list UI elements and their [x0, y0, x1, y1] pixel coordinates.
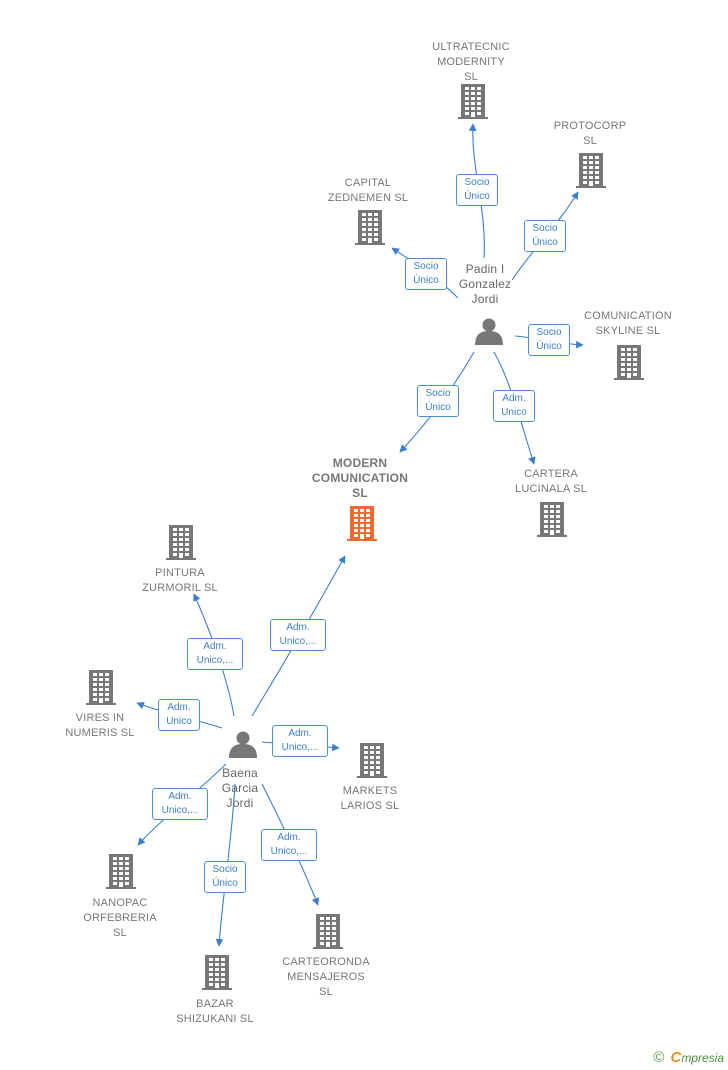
building-icon[interactable]: [86, 670, 116, 705]
node-label-nanopac[interactable]: NANOPAC ORFEBRERIA SL: [83, 897, 157, 939]
focus-building-icon[interactable]: [347, 506, 377, 541]
building-icon[interactable]: [355, 210, 385, 245]
node-label-pintura[interactable]: PINTURA ZURMORIL SL: [142, 567, 218, 594]
edge-label-padin-modern[interactable]: Socio Único: [417, 385, 459, 417]
node-label-bazar[interactable]: BAZAR SHIZUKANI SL: [176, 998, 254, 1025]
brand-text: mpresia: [681, 1051, 724, 1065]
node-label-markets[interactable]: MARKETS LARIOS SL: [340, 785, 400, 812]
edge-label-padin-cartera[interactable]: Adm. Unico: [493, 390, 535, 422]
node-label-modern[interactable]: MODERN COMUNICATION SL: [311, 456, 409, 500]
person-icon[interactable]: [229, 731, 257, 759]
node-label-carteoronda[interactable]: CARTEORONDA MENSAJEROS SL: [282, 956, 370, 998]
edge-label-padin-protocorp[interactable]: Socio Único: [524, 220, 566, 252]
node-label-capital[interactable]: CAPITAL ZEDNEMEN SL: [327, 177, 409, 204]
edge-label-baena-modern[interactable]: Adm. Unico,...: [270, 619, 326, 651]
copyright-symbol: ©: [653, 1049, 665, 1066]
building-icon[interactable]: [576, 153, 606, 188]
node-label-protocorp[interactable]: PROTOCORP SL: [553, 120, 627, 147]
edge-label-baena-vires[interactable]: Adm. Unico: [158, 699, 200, 731]
person-icon[interactable]: [475, 318, 503, 346]
brand-name[interactable]: Cmpresia: [670, 1049, 724, 1066]
edge-label-padin-capital[interactable]: Socio Único: [405, 258, 447, 290]
building-icon[interactable]: [313, 914, 343, 949]
node-label-cartera[interactable]: CARTERA LUCINALA SL: [515, 468, 587, 495]
node-label-vires[interactable]: VIRES IN NUMERIS SL: [65, 712, 135, 739]
edge-label-baena-bazar[interactable]: Socio Único: [204, 861, 246, 893]
building-icon[interactable]: [202, 955, 232, 990]
node-label-comunication[interactable]: COMUNICATION SKYLINE SL: [584, 310, 672, 337]
brand-initial: C: [670, 1049, 682, 1066]
edge-label-padin-ultratecnic[interactable]: Socio Único: [456, 174, 498, 206]
brand-footer: © Cmpresia: [653, 1049, 724, 1066]
node-label-ultratecnic[interactable]: ULTRATECNIC MODERNITY SL: [432, 41, 510, 83]
edge-label-baena-markets[interactable]: Adm. Unico,...: [272, 725, 328, 757]
building-icon[interactable]: [614, 345, 644, 380]
edge-label-baena-pintura[interactable]: Adm. Unico,...: [187, 638, 243, 670]
building-icon[interactable]: [357, 743, 387, 778]
building-icon[interactable]: [166, 525, 196, 560]
building-icon[interactable]: [106, 854, 136, 889]
edge-label-baena-nanopac[interactable]: Adm. Unico,...: [152, 788, 208, 820]
building-icon[interactable]: [537, 502, 567, 537]
node-label-padin[interactable]: Padin I Gonzalez Jordi: [458, 262, 512, 306]
building-icon[interactable]: [458, 84, 488, 119]
edge-label-baena-carteoronda[interactable]: Adm. Unico,...: [261, 829, 317, 861]
edge-label-padin-comunication[interactable]: Socio Único: [528, 324, 570, 356]
node-label-baena[interactable]: Baena Garcia Jordi: [221, 766, 259, 810]
